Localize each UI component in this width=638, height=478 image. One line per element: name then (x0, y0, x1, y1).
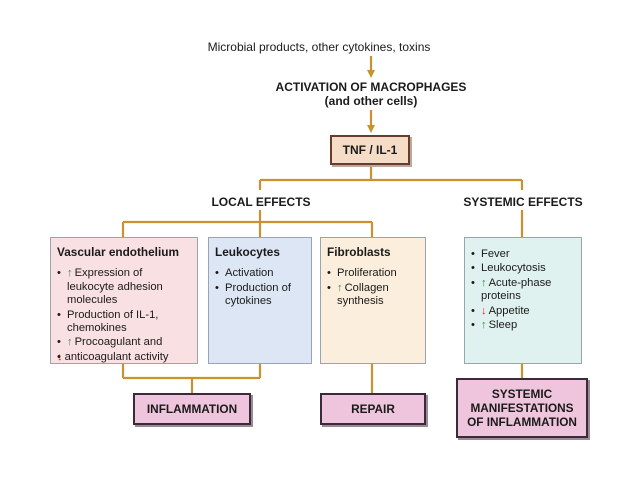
list-item-text: Acute-phase proteins (481, 276, 552, 303)
fibroblasts-list: Proliferation ↑Collagen synthesis (327, 267, 419, 308)
list-item-text: Activation (225, 267, 274, 280)
leukocytes-list: Activation Production of cytokines (215, 267, 305, 308)
activation-heading: ACTIVATION OF MACROPHAGES (and other cel… (250, 80, 492, 108)
list-item-text: Procoagulant and (74, 336, 163, 349)
list-item: Production of cytokines (215, 282, 305, 309)
list-item: Activation (215, 267, 305, 281)
list-item-text: Sleep (488, 319, 518, 332)
increase-arrow-icon: ↑ (481, 276, 487, 289)
list-item-text: Appetite (488, 304, 530, 317)
vascular-endothelium-panel: Vascular endothelium ↑Expression of leuk… (50, 237, 198, 365)
list-item: ↑Collagen synthesis (327, 282, 419, 309)
list-item-text: Production of IL-1, chemokines (67, 308, 159, 335)
vascular-endothelium-title: Vascular endothelium (57, 245, 179, 259)
activation-line1: ACTIVATION OF MACROPHAGES (275, 80, 467, 94)
increase-arrow-icon: ↑ (67, 267, 73, 280)
list-item: ↓Appetite (471, 304, 575, 319)
list-item-text: Leukocytosis (481, 262, 546, 275)
list-item: Leukocytosis (471, 262, 575, 276)
systemic-effects-list: Fever Leukocytosis ↑Acute-phase proteins… (471, 248, 575, 333)
repair-box: REPAIR (320, 393, 426, 425)
list-item-continued: ↓anticoagulant activity (57, 350, 191, 365)
mediator-box: TNF / IL-1 (330, 135, 410, 165)
list-item: ↑Expression of leukocyte adhesion molecu… (57, 267, 191, 307)
systemic-effects-panel: Fever Leukocytosis ↑Acute-phase proteins… (464, 237, 582, 364)
list-item-text: Fever (481, 248, 510, 260)
local-effects-heading: LOCAL EFFECTS (211, 195, 311, 209)
increase-arrow-icon: ↑ (67, 336, 73, 349)
systemic-effects-heading: SYSTEMIC EFFECTS (463, 195, 583, 209)
fibroblasts-title: Fibroblasts (327, 245, 391, 259)
systemic-manifestations-line1: SYSTEMIC (491, 387, 553, 401)
inflammation-box: INFLAMMATION (133, 393, 251, 425)
fibroblasts-panel: Fibroblasts Proliferation ↑Collagen synt… (320, 237, 426, 364)
list-item: Fever (471, 248, 575, 262)
list-item-text: Collagen synthesis (337, 281, 389, 308)
list-item: ↑Procoagulant and (57, 336, 191, 350)
leukocytes-title: Leukocytes (215, 245, 280, 259)
increase-arrow-icon: ↑ (481, 319, 487, 332)
list-item: ↑Sleep (471, 319, 575, 333)
vascular-endothelium-list: ↑Expression of leukocyte adhesion molecu… (57, 267, 191, 364)
activation-line2: (and other cells) (324, 94, 418, 108)
list-item-text: Expression of leukocyte adhesion molecul… (67, 267, 163, 307)
increase-arrow-icon: ↑ (337, 281, 343, 294)
inputs-label: Microbial products, other cytokines, tox… (207, 40, 431, 54)
systemic-manifestations-box: SYSTEMIC MANIFESTATIONS OF INFLAMMATION (456, 378, 588, 438)
list-item-text: anticoagulant activity (64, 350, 169, 363)
systemic-manifestations-line3: OF INFLAMMATION (467, 415, 577, 429)
list-item: ↑Acute-phase proteins (471, 277, 575, 304)
list-item-text: Proliferation (337, 267, 397, 280)
systemic-manifestations-line2: MANIFESTATIONS (470, 401, 574, 415)
leukocytes-panel: Leukocytes Activation Production of cyto… (208, 237, 312, 364)
list-item: Production of IL-1, chemokines (57, 309, 191, 336)
decrease-arrow-icon: ↓ (481, 304, 487, 317)
list-item: Proliferation (327, 267, 419, 281)
list-item-text: Production of cytokines (225, 281, 291, 308)
decrease-arrow-icon: ↓ (57, 350, 63, 363)
